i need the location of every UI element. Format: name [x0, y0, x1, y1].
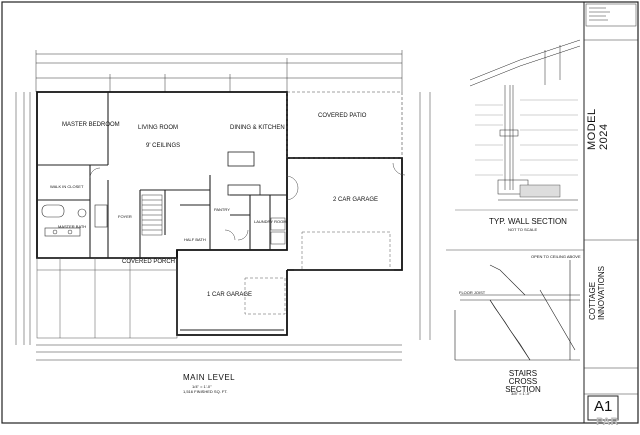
- wall-section-title: TYP. WALL SECTION: [489, 217, 567, 226]
- ceiling-note: 9' CEILINGS: [146, 143, 181, 149]
- watermark: PAR: [596, 416, 619, 428]
- stairs-open-note: OPEN TO CEILING ABOVE: [531, 254, 581, 259]
- master-bath-label: MASTER BATH: [58, 224, 87, 229]
- walk-in-closet-label: WALK IN CLOSET: [50, 184, 84, 189]
- company-name: COTTAGE INNOVATIONS: [588, 266, 606, 320]
- wall-section-scale: NOT TO SCALE: [508, 227, 538, 232]
- stairs-section-scale: 3/8" = 1'-0": [511, 391, 531, 396]
- sheet-number: A1: [594, 398, 613, 415]
- plan-title: MAIN LEVEL: [183, 373, 236, 382]
- half-bath-label: HALF BATH: [184, 237, 206, 242]
- model-name: MODEL 2024: [586, 108, 610, 150]
- foyer-label: FOYER: [118, 214, 132, 219]
- one-car-garage-label: 1 CAR GARAGE: [207, 292, 253, 298]
- floor-joist-label: FLOOR JOIST: [459, 290, 486, 295]
- pantry-label: PANTRY: [214, 207, 230, 212]
- plan-area: 1,516 FINISHED SQ. FT.: [183, 389, 228, 394]
- living-room-label: LIVING ROOM: [138, 125, 179, 131]
- covered-patio-label: COVERED PATIO: [318, 113, 367, 119]
- plan-scale: 1/4" = 1'-0": [192, 384, 212, 389]
- laundry-room-label: LAUNDRY ROOM: [254, 219, 287, 224]
- stairs-section-title: STAIRS CROSS SECTION: [505, 369, 541, 394]
- covered-porch-label: COVERED PORCH: [122, 259, 176, 265]
- master-bedroom-label: MASTER BEDROOM: [62, 122, 120, 128]
- dining-kitchen-label: DINING & KITCHEN: [230, 125, 285, 131]
- two-car-garage-label: 2 CAR GARAGE: [333, 197, 379, 203]
